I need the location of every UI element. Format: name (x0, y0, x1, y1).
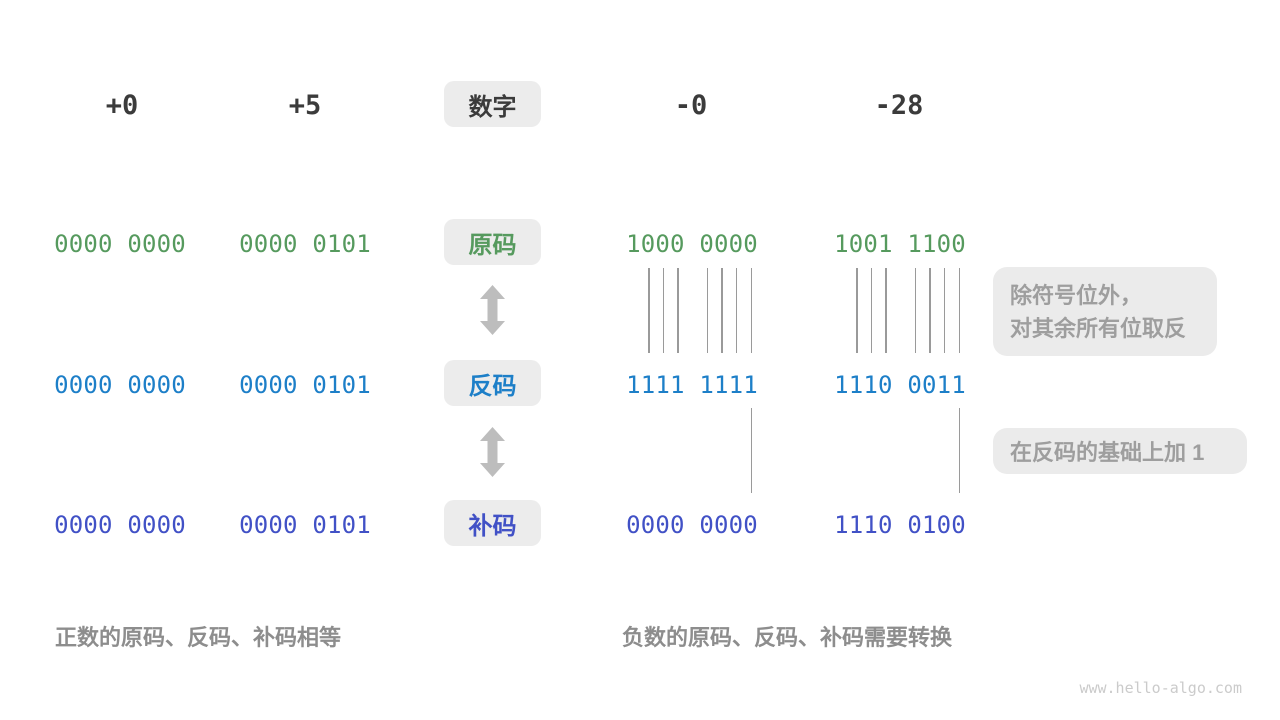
bit-flip-line (750, 268, 753, 353)
bit-flip-line (677, 268, 679, 353)
ones-complement-minus0: 1111 1111 (626, 371, 758, 399)
negative-numbers-caption: 负数的原码、反码、补码需要转换 (622, 625, 953, 650)
bit-flip-line (662, 268, 665, 353)
twos-complement-minus28: 1110 0100 (834, 511, 966, 539)
twos-complement-plus0: 0000 0000 (54, 511, 186, 539)
bit-flip-line (721, 268, 723, 353)
ones-complement-badge: 反码 (444, 360, 541, 406)
sign-magnitude-plus0: 0000 0000 (54, 230, 186, 258)
number-label-badge: 数字 (444, 81, 541, 127)
carry-line (958, 408, 961, 493)
sign-magnitude-minus0: 1000 0000 (626, 230, 758, 258)
flip-bits-note-line1: 除符号位外， (1010, 282, 1143, 308)
bit-flip-line (735, 268, 738, 353)
sign-magnitude-plus5: 0000 0101 (239, 230, 371, 258)
bit-flip-line (856, 268, 858, 353)
bit-flip-line (943, 268, 946, 353)
sign-magnitude-minus28: 1001 1100 (834, 230, 966, 258)
double-arrow-icon (480, 285, 505, 335)
ones-complement-minus28: 1110 0011 (834, 371, 966, 399)
number-header-plus5: +5 (288, 90, 322, 121)
twos-complement-badge: 补码 (444, 500, 541, 546)
bit-flip-line (958, 268, 961, 353)
add-one-note-text: 在反码的基础上加 1 (1010, 440, 1205, 465)
add-one-note: 在反码的基础上加 1 (993, 428, 1247, 474)
number-header-plus0: +0 (105, 90, 139, 121)
number-header-minus0: -0 (674, 90, 708, 121)
flip-bits-note-line2: 对其余所有位取反 (1010, 315, 1187, 341)
sign-magnitude-badge: 原码 (444, 219, 541, 265)
twos-complement-plus5: 0000 0101 (239, 511, 371, 539)
ones-complement-plus5: 0000 0101 (239, 371, 371, 399)
number-header-minus28: -28 (874, 90, 924, 121)
bit-flip-line (648, 268, 650, 353)
double-arrow-icon (480, 427, 505, 477)
flip-bits-note: 除符号位外， 对其余所有位取反 (993, 267, 1217, 356)
twos-complement-minus0: 0000 0000 (626, 511, 758, 539)
bit-flip-line (929, 268, 931, 353)
positive-numbers-caption: 正数的原码、反码、补码相等 (55, 625, 342, 650)
bit-flip-line (706, 268, 709, 353)
bit-flip-line (885, 268, 887, 353)
bit-flip-line (870, 268, 873, 353)
ones-complement-plus0: 0000 0000 (54, 371, 186, 399)
bit-flip-line (914, 268, 917, 353)
site-watermark: www.hello-algo.com (1079, 679, 1242, 697)
carry-line (750, 408, 753, 493)
